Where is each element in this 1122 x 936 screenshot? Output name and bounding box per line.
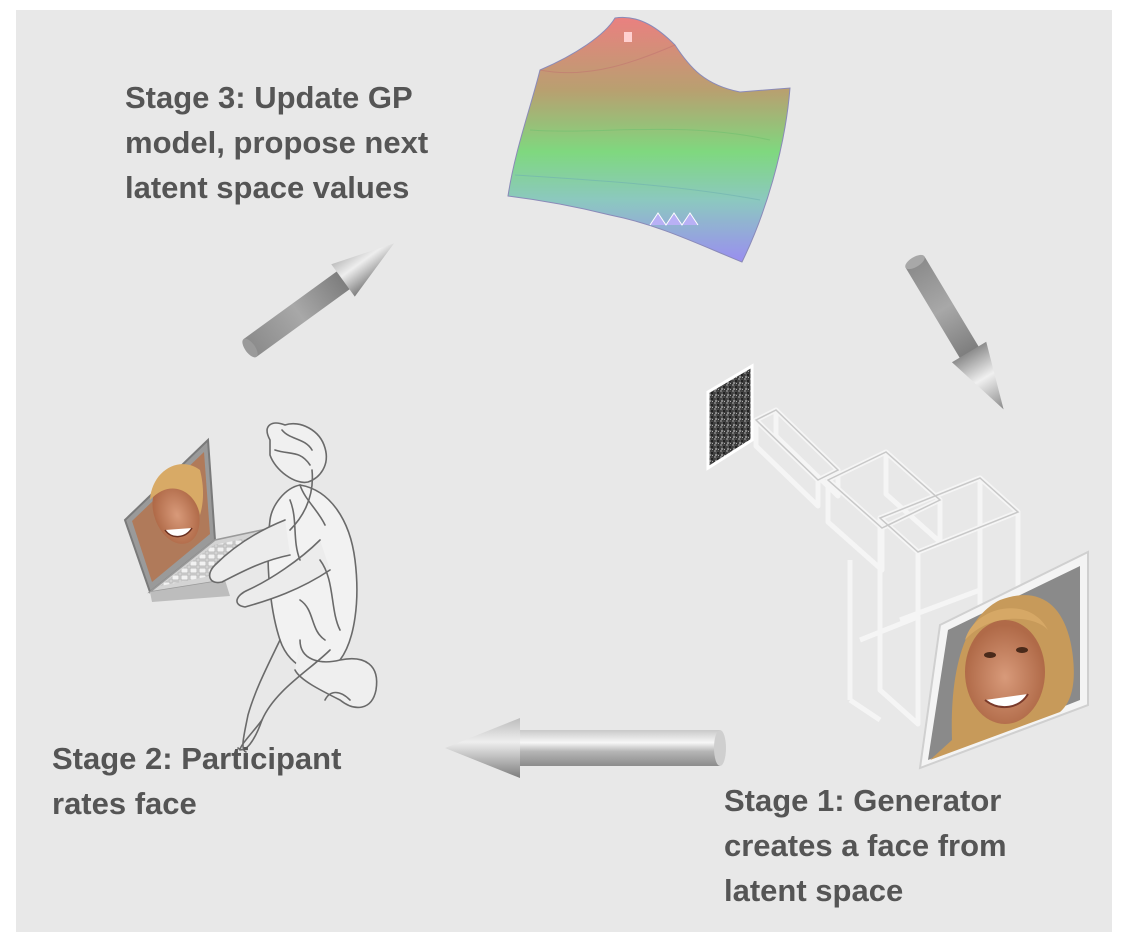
stage-1-line-1: Stage 1: Generator [724, 783, 1002, 818]
stage-1-line-2: creates a face from [724, 828, 1007, 863]
arrow-stage1-to-stage2 [445, 718, 726, 778]
gp-surface-icon [507, 16, 791, 263]
stage-2-line-1: Stage 2: Participant [52, 741, 342, 776]
noise-image-icon [706, 363, 754, 471]
generated-face-icon [918, 550, 1089, 770]
stage-3-label: Stage 3: Update GP model, propose next l… [125, 75, 428, 210]
stage-2-line-2: rates face [52, 786, 197, 821]
stage-3-line-2: model, propose next [125, 125, 429, 160]
arrow-stage3-to-stage1 [905, 254, 1004, 410]
stage-3-line-3: latent space values [125, 170, 410, 205]
stage-1-label: Stage 1: Generator creates a face from l… [724, 778, 1007, 913]
stage-1-line-3: latent space [724, 873, 904, 908]
arrow-stage2-to-stage3 [242, 243, 395, 358]
neural-network-shadow [754, 409, 1020, 553]
stage-2-label: Stage 2: Participant rates face [52, 736, 341, 826]
participant-figure-icon [208, 422, 378, 753]
stage-3-line-1: Stage 3: Update GP [125, 80, 413, 115]
